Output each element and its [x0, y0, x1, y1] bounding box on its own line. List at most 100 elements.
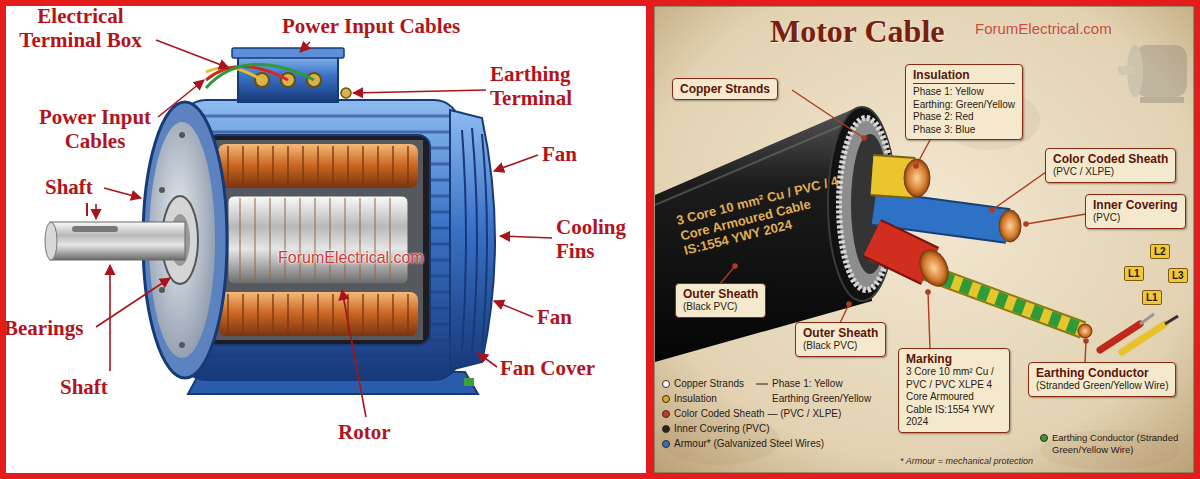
- part-label: Rotor: [338, 420, 390, 444]
- watermark: ForumElectrical.com: [975, 20, 1112, 37]
- leader-line: [109, 265, 111, 371]
- background-motor-sketch: [1118, 66, 1135, 75]
- legend-item: Copper Strands: [662, 378, 744, 391]
- box-text: (PVC): [1093, 212, 1178, 225]
- part-label: Shaft: [60, 375, 108, 399]
- box-heading: Copper Strands: [680, 82, 770, 96]
- legend-item: Insulation: [662, 393, 717, 406]
- callout-box: Copper Strands: [672, 78, 778, 100]
- motor-illustration: [212, 140, 423, 340]
- leader-line: [353, 90, 486, 93]
- tools: [1100, 314, 1178, 352]
- cable-illustration: [874, 208, 1008, 226]
- legend-swatch: [662, 380, 670, 388]
- motor-illustration: [159, 287, 165, 293]
- motor-illustration: [45, 48, 495, 394]
- legend-swatch: [1040, 434, 1048, 442]
- part-label: Cooling Fins: [556, 215, 644, 263]
- cable-marking: 3 Core 10 mm² Cu / PVC / 4 Core Armoured…: [675, 172, 851, 259]
- callout-box: Earthing Conductor(Stranded Green/Yellow…: [1028, 362, 1176, 397]
- box-heading: L2: [1154, 245, 1166, 258]
- legend-text: Armour* (Galvanized Steel Wires): [674, 438, 824, 451]
- part-label: Fan: [542, 142, 577, 166]
- leader-line: [96, 278, 170, 327]
- part-label: Earthing Terminal: [490, 62, 590, 110]
- leader-line: [96, 40, 552, 417]
- leader-line: [494, 155, 538, 171]
- box-heading: Earthing Conductor: [1036, 366, 1168, 380]
- leader-line: [156, 40, 229, 68]
- part-label: Power Input Cables: [282, 14, 460, 38]
- background-motor-sketch: [1118, 45, 1187, 103]
- motor-illustration: [238, 54, 338, 102]
- leader-line: [720, 266, 735, 284]
- tools: [1165, 316, 1178, 324]
- legend-text: Color Coded Sheath — (PVC / XLPE): [674, 408, 841, 421]
- leader-line: [478, 353, 497, 367]
- background-motor-sketch: [1140, 97, 1184, 103]
- legend-item: Color Coded Sheath — (PVC / XLPE): [662, 408, 841, 421]
- box-text: (Black PVC): [683, 301, 758, 314]
- leader-line: [792, 90, 864, 138]
- callout-box: Outer Sheath(Black PVC): [675, 283, 766, 318]
- leader-line: [500, 236, 552, 238]
- tools: [1122, 324, 1165, 352]
- motor-illustration: [45, 222, 57, 260]
- leader-line: [158, 80, 204, 117]
- callout-box: Inner Covering(PVC): [1085, 194, 1186, 229]
- legend-note: Earthing Green/Yellow: [772, 393, 871, 406]
- direction-symbol: [86, 203, 88, 216]
- box-heading: Insulation: [913, 68, 1015, 84]
- phase-tag: L1: [1142, 290, 1162, 305]
- cable-illustration: [914, 245, 954, 290]
- legend-text: Copper Strands: [674, 378, 744, 391]
- motor-illustration: [228, 196, 408, 284]
- part-label: Fan Cover: [500, 356, 595, 380]
- part-label: Fan: [537, 305, 572, 329]
- motor-illustration: [205, 135, 430, 345]
- leader-line: [95, 204, 97, 219]
- leader-line: [992, 172, 1046, 210]
- part-label: Power Input Cables: [25, 105, 165, 153]
- cable-illustration: [655, 107, 1092, 362]
- box-text: Phase 2: Red: [913, 111, 1015, 124]
- legend-dash: [756, 384, 768, 385]
- leader-line: [840, 304, 849, 323]
- callout-box: Color Coded Sheath(PVC / XLPE): [1045, 148, 1176, 183]
- box-text: (Stranded Green/Yellow Wire): [1036, 380, 1168, 393]
- callout-box: Outer Sheath(Black PVC): [795, 322, 886, 357]
- box-heading: Inner Covering: [1093, 198, 1178, 212]
- box-heading: Outer Sheath: [683, 287, 758, 301]
- frame: [654, 6, 1194, 473]
- legend-text: Insulation: [674, 393, 717, 406]
- leader-line: [1026, 214, 1086, 224]
- legend-item: Armour* (Galvanized Steel Wires): [662, 438, 824, 451]
- motor-illustration: [72, 226, 118, 232]
- phase-tag: L3: [1168, 268, 1188, 283]
- motor-illustration: [240, 198, 390, 282]
- part-label: Shaft: [45, 175, 93, 199]
- part-label: Electrical Terminal Box: [8, 4, 153, 52]
- leader-line: [300, 42, 310, 52]
- legend-swatch: [662, 425, 670, 433]
- diagram-title: Motor Cable: [770, 12, 944, 50]
- box-text: 3 Core 10 mm² Cu / PVC / PVC XLPE 4 Core…: [906, 366, 1002, 429]
- phase-tag: L1: [1124, 266, 1144, 281]
- legend-swatch: [662, 410, 670, 418]
- box-heading: L3: [1172, 269, 1184, 282]
- cable-illustration: [874, 208, 1008, 226]
- leader-line: [916, 140, 930, 166]
- box-text: (PVC / XLPE): [1053, 166, 1168, 179]
- cable-illustration: [1078, 324, 1092, 338]
- phase-tag: L2: [1150, 244, 1170, 259]
- box-text: (Black PVC): [803, 340, 878, 353]
- legend-item: Inner Covering (PVC): [662, 423, 770, 436]
- motor-illustration: [450, 110, 495, 370]
- motor-illustration: [228, 146, 408, 334]
- motor-illustration: [341, 88, 351, 98]
- motor-illustration: [50, 222, 185, 260]
- box-heading: Outer Sheath: [803, 326, 878, 340]
- box-text: Phase 1: Yellow: [913, 86, 1015, 99]
- part-label: Bearings: [4, 316, 83, 340]
